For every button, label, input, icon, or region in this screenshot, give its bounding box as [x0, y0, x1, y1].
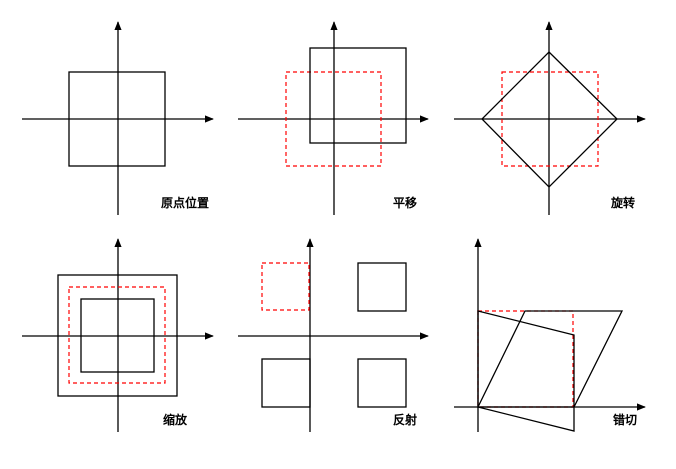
panel-label-shear: 错切: [613, 412, 637, 427]
reference-square: [477, 310, 574, 408]
panel-label-origin: 原点位置: [161, 195, 209, 210]
panel-origin: 原点位置: [22, 21, 214, 215]
reference-square: [285, 71, 382, 167]
scaled-up-square: [57, 274, 178, 397]
sheared-y-shape: [477, 310, 575, 432]
reflected-square-bottom-right: [357, 358, 407, 408]
panel-reflect: 反射: [238, 238, 429, 432]
panel-label-reflect: 反射: [393, 412, 417, 427]
panel-label-translate: 平移: [393, 195, 417, 210]
reference-square: [68, 286, 166, 384]
rotated-square: [481, 51, 618, 188]
sheared-x-shape: [476, 310, 624, 408]
panel-translate: 平移: [238, 21, 429, 215]
panel-rotate: 旋转: [454, 21, 646, 215]
reflected-square-bottom-left: [261, 358, 311, 408]
panel-scale: 缩放: [22, 238, 214, 432]
reference-square: [501, 71, 599, 167]
reflected-square-top-right: [357, 262, 407, 312]
panel-label-scale: 缩放: [163, 412, 188, 427]
square: [68, 71, 166, 167]
reference-square: [261, 262, 310, 311]
panel-shear: 错切: [454, 238, 646, 432]
translated-square: [309, 47, 407, 144]
scaled-down-square: [80, 298, 155, 373]
panel-label-rotate: 旋转: [610, 195, 635, 210]
